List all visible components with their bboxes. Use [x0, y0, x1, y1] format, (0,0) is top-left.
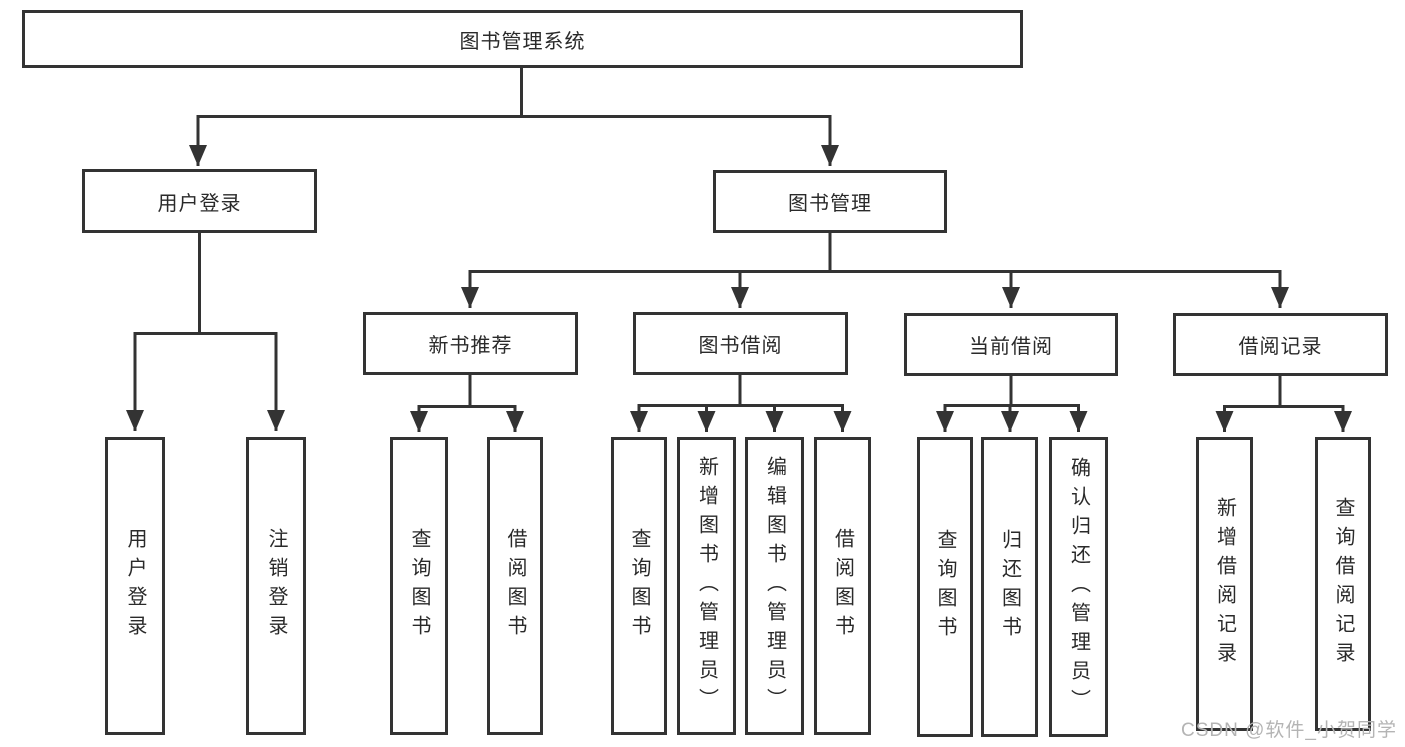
node-borrowing-records: 借阅记录	[1173, 313, 1388, 376]
leaf-borrow-books-recommend: 借阅图书	[487, 437, 543, 735]
node-user-login: 用户登录	[82, 169, 317, 233]
node-library-system: 图书管理系统	[22, 10, 1023, 68]
leaf-query-books-borrowing: 查询图书	[611, 437, 667, 735]
leaf-query-books-recommend: 查询图书	[390, 437, 448, 735]
csdn-watermark: CSDN @软件_小贺同学	[1181, 720, 1397, 741]
node-new-book-recommendation: 新书推荐	[363, 312, 578, 375]
leaf-query-borrow-record: 查询借阅记录	[1315, 437, 1371, 731]
leaf-logout-login: 注销登录	[246, 437, 306, 735]
leaf-confirm-return-admin: 确认归还（管理员）	[1049, 437, 1108, 737]
leaf-add-books-admin: 新增图书（管理员）	[677, 437, 736, 735]
connector-user-login-children	[126, 232, 285, 431]
leaf-user-login: 用户登录	[105, 437, 165, 735]
leaf-return-books: 归还图书	[981, 437, 1038, 737]
connector-borrow-record-children	[1215, 375, 1352, 432]
node-book-management: 图书管理	[713, 170, 947, 233]
connector-root-to-level1	[189, 67, 839, 166]
leaf-query-books-current: 查询图书	[917, 437, 973, 737]
node-book-borrowing: 图书借阅	[633, 312, 848, 375]
leaf-edit-books-admin: 编辑图书（管理员）	[745, 437, 804, 735]
leaf-borrow-books-borrowing: 借阅图书	[814, 437, 871, 735]
connector-book-management-children	[461, 233, 1289, 308]
connector-current-borrow-children	[936, 375, 1088, 432]
connector-book-borrow-children	[630, 375, 852, 432]
leaf-add-borrow-record: 新增借阅记录	[1196, 437, 1253, 731]
connector-new-book-children	[410, 375, 524, 432]
node-current-borrowing: 当前借阅	[904, 313, 1118, 376]
